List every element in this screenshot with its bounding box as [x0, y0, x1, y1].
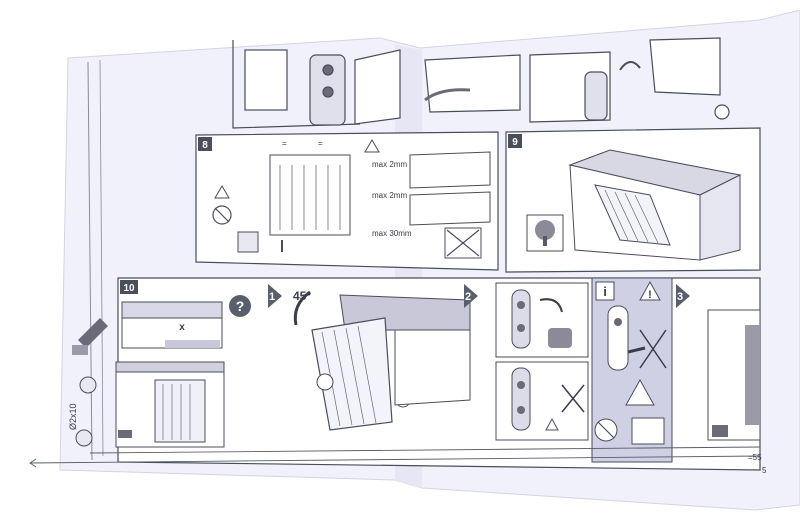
no-sign-icon [444, 227, 482, 259]
warning-icon [214, 185, 230, 199]
panel-8: 8 = = max 2mm max 2mm max 30mm [195, 131, 499, 271]
max-gap-b: max 2mm [372, 191, 407, 200]
spacing-mark-right: = [318, 139, 323, 148]
drill-icon [72, 318, 108, 355]
max-gap-c: max 30mm [372, 229, 412, 238]
tilt-angle: 45° [293, 289, 311, 303]
panel-8-number: 8 [202, 140, 208, 151]
panel-10: 10 x ? 1 45° 2 [115, 277, 761, 471]
svg-text:x: x [179, 322, 185, 333]
svg-text:?: ? [236, 298, 245, 314]
step-1-label: 1 [269, 291, 275, 303]
thumbs-up-icon [548, 328, 572, 348]
step-3-label: 3 [677, 291, 683, 303]
max-gap-a: max 2mm [372, 160, 407, 169]
info-icon [595, 281, 615, 301]
hole-size-label: Ø2x10 [68, 403, 78, 430]
spacing-mark-left: = [282, 139, 287, 148]
no-drill-icon [212, 205, 232, 225]
edge-dim-a: =55 [748, 453, 762, 462]
warning-icon-p10 [639, 280, 661, 301]
warning-icon-p8 [364, 139, 380, 153]
panel-9-number: 9 [512, 137, 518, 148]
hole-marker-bottom [75, 429, 93, 447]
svg-text:!: ! [648, 289, 652, 301]
edge-dim-b: 5 [762, 466, 767, 475]
panel-10-number: 10 [123, 283, 135, 294]
panel-9: 9 [505, 127, 761, 273]
step-2-label: 2 [465, 291, 471, 303]
dimension-line [29, 446, 761, 468]
svg-text:i: i [603, 284, 607, 299]
hole-marker-top [79, 376, 97, 394]
question-icon [229, 295, 251, 317]
top-panels [232, 37, 730, 129]
tree-icon [535, 220, 555, 246]
no-hand-icon [631, 417, 665, 445]
